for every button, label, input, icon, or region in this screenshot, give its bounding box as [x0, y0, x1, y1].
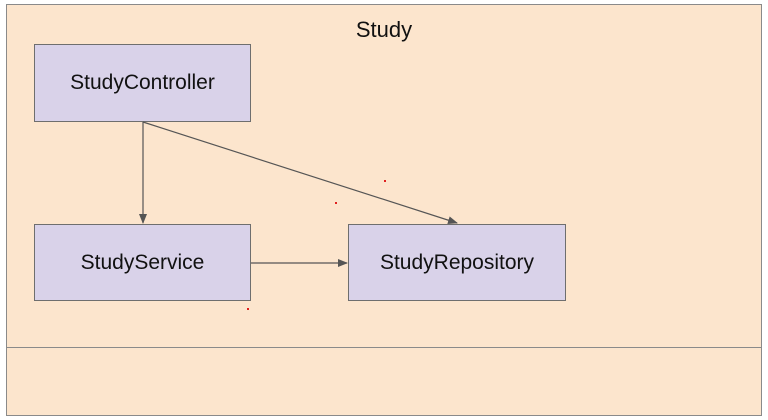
node-label-repository: StudyRepository: [379, 250, 535, 274]
stray-dot: [247, 308, 249, 310]
node-study-service[interactable]: StudyService: [34, 224, 251, 301]
stray-dot: [384, 180, 386, 182]
package-divider: [7, 347, 761, 348]
stray-dot: [335, 202, 337, 204]
node-label-controller: StudyController: [70, 71, 215, 94]
node-study-controller[interactable]: StudyController: [34, 44, 251, 122]
package-title: Study: [355, 17, 413, 42]
node-study-repository[interactable]: StudyRepository: [348, 224, 566, 301]
node-label-service: StudyService: [80, 250, 205, 274]
